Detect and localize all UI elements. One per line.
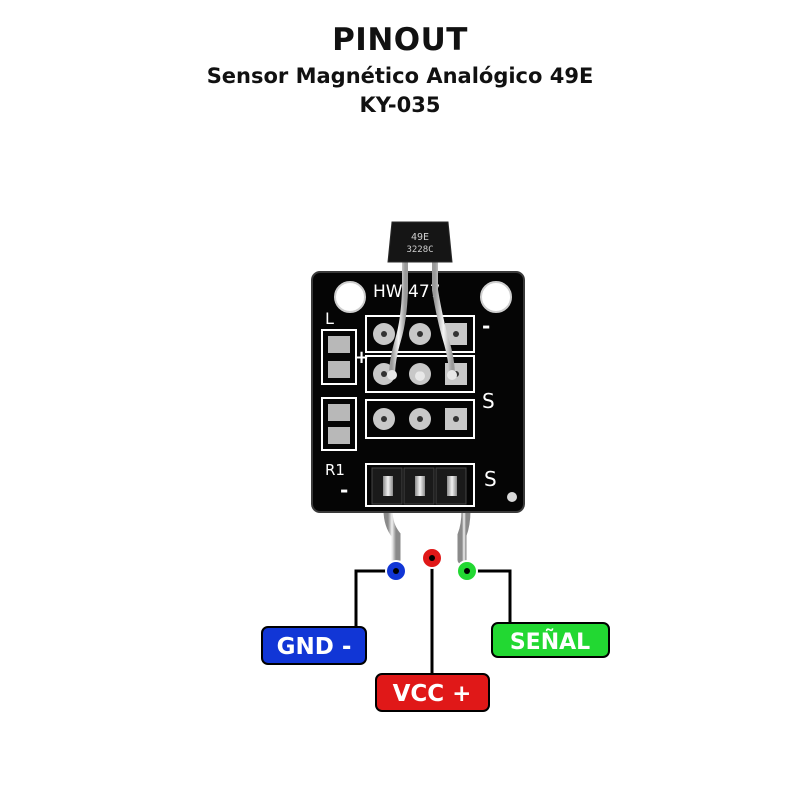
vcc-label-text: VCC + <box>393 681 472 707</box>
mounting-hole-left <box>334 281 366 313</box>
silk-S-bottom-label: S <box>484 467 497 491</box>
hall-sensor-chip: 49E 3228C <box>387 221 453 263</box>
chip-label-line2: 3228C <box>406 245 433 255</box>
silk-plus-label: + <box>354 347 369 368</box>
gnd-label-text: GND - <box>277 634 352 660</box>
pcb-board: HW-477 L + - S R1 - S <box>311 271 525 513</box>
vcc-label: VCC + <box>375 673 490 712</box>
silk-L-label: L <box>325 309 334 328</box>
signal-label: SEÑAL <box>491 622 610 658</box>
pin-dots <box>385 547 478 582</box>
page-title: PINOUT <box>332 22 468 58</box>
silk-S-mid-label: S <box>482 389 495 413</box>
connector-lines <box>354 558 512 678</box>
sensor-legs <box>387 262 457 381</box>
gnd-label: GND - <box>261 626 367 665</box>
mounting-hole-right <box>480 281 512 313</box>
silk-R1-label: R1 <box>325 461 345 479</box>
signal-label-text: SEÑAL <box>510 629 590 655</box>
page-subtitle: Sensor Magnético Analógico 49E <box>206 64 594 88</box>
silk-minus-label: - <box>482 314 490 338</box>
model-number: KY-035 <box>359 93 441 117</box>
silk-minus-bottom-label: - <box>340 478 348 502</box>
chip-label-line1: 49E <box>411 232 429 243</box>
